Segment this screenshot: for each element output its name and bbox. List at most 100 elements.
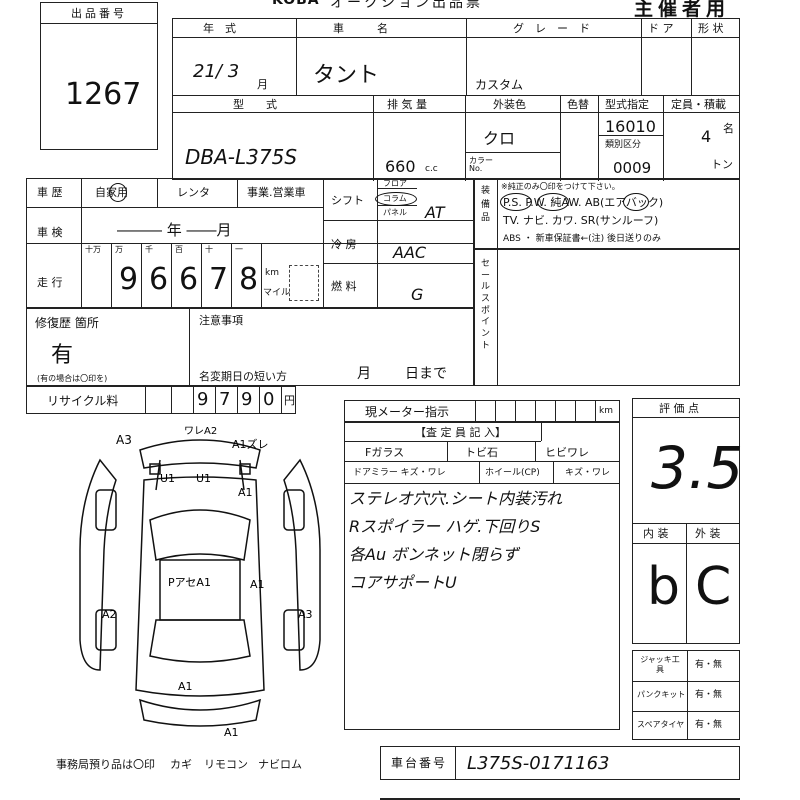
tools-box: ジャッキ工具 有・無 パンクキット 有・無 スペアタイヤ 有・無: [632, 650, 740, 740]
equipment-label: 装備品: [481, 186, 491, 223]
exterior-grade: C: [695, 557, 732, 617]
capacity-value: 4: [701, 127, 712, 146]
shift-panel: パネル: [383, 208, 407, 217]
sales-point-label: セールスポイント: [481, 259, 491, 351]
type-designation-value: 16010: [605, 117, 656, 136]
inspector-note: コアサポートU: [349, 573, 457, 592]
exterior-color-label: 外装色: [493, 98, 526, 111]
damage-mark: U1: [196, 472, 211, 485]
mile-label: マイル: [263, 288, 291, 298]
km-label: km: [265, 268, 279, 278]
inspector-box: 【査 定 員 記 入】 Fガラス トビ石 ヒビワレ ドアミラー キズ・ワレ ホイ…: [344, 422, 620, 730]
renewal-month: 月: [357, 366, 371, 382]
interior-grade: b: [647, 557, 681, 617]
year-value: 21/ 3: [193, 61, 240, 82]
pw-circle-mark: [537, 193, 569, 211]
evaluation-box: 評 価 点 3.5 内 装 外 装 b C: [632, 398, 744, 644]
recycle-digit: 7: [219, 389, 231, 410]
mileage-digits: 十万 万 千 百 十 一 9 6 6 7 8: [81, 243, 262, 307]
renewal-label: 名変期日の短い方: [199, 370, 287, 383]
equipment-line-3: ABS ・ 新車保証書←(注) 後日送りのみ: [503, 234, 662, 244]
damage-mark: A1: [224, 726, 239, 739]
month-unit: 月: [257, 78, 268, 91]
damage-mark: PアセA1: [168, 576, 211, 589]
displacement-label: 排 気 量: [387, 98, 427, 111]
mileage-digit: 9: [119, 262, 139, 297]
grade-value: カスタム: [475, 78, 524, 92]
mileage-digit: 6: [149, 262, 169, 297]
history-label: 車 歴: [37, 186, 63, 199]
ab-circle-mark: [623, 193, 649, 211]
glass-label: Fガラス: [365, 446, 405, 459]
capacity-label: 定員・積載: [671, 98, 726, 111]
vehicle-info-table: 年 式 車 名 グ レ ー ド ド ア 形 状 21/ 3 月 タント カスタム…: [172, 18, 740, 181]
damage-mark: A1: [250, 578, 265, 591]
tool-label: ジャッキ工具: [640, 655, 680, 674]
recycle-digit: 9: [197, 389, 209, 410]
lot-number-label: 出品番号: [71, 7, 127, 20]
model-label: 型 式: [233, 98, 277, 111]
damage-mark: A1: [238, 486, 253, 499]
displacement-value: 660: [385, 157, 416, 176]
repair-hint: (有の場合は〇印を): [37, 374, 108, 383]
year-label: 年 式: [203, 22, 236, 35]
damage-mark: U1: [160, 472, 175, 485]
damage-mark: A3: [298, 608, 313, 621]
shift-label: シフト: [331, 194, 364, 207]
tool-label: パンクキット: [637, 690, 686, 699]
renewal-day: 日まで: [405, 366, 447, 382]
mileage-unit: 十万: [85, 245, 101, 254]
office-item-remote: リモコン: [204, 758, 248, 771]
inspector-note: 各Au ボンネット閉らず: [349, 545, 519, 564]
shift-floor: フロア: [383, 179, 407, 188]
interior-label: 内 装: [643, 527, 669, 540]
displacement-unit: c.c: [425, 164, 438, 174]
repair-label: 修復歴 箇所: [35, 316, 99, 330]
recycle-digit: 9: [241, 389, 253, 410]
sales-point-box: セールスポイント: [474, 248, 740, 386]
mirror-label: ドアミラー キズ・ワレ: [353, 468, 446, 478]
lot-number-value: 1267: [65, 77, 142, 112]
mileage-unit-box: [289, 265, 319, 301]
tool-value: 有・無: [695, 690, 723, 700]
recycle-label: リサイクル料: [47, 394, 119, 408]
fuel-label: 燃 料: [331, 280, 357, 293]
load-unit: トン: [711, 158, 733, 171]
shift-value: AT: [425, 203, 445, 222]
ps-circle-mark: [500, 193, 532, 211]
capacity-unit: 名: [723, 122, 734, 135]
mileage-digit: 7: [209, 262, 229, 297]
crack-label: ヒビワレ: [545, 446, 589, 459]
wheel-damage-label: キズ・ワレ: [565, 468, 611, 478]
tool-value: 有・無: [695, 720, 723, 730]
car-name-value: タント: [313, 63, 380, 88]
chassis-label: 車台番号: [391, 756, 448, 770]
door-label: ド ア: [648, 22, 674, 35]
recycle-digit: 0: [263, 389, 275, 410]
repair-value: 有: [51, 343, 74, 368]
mileage-unit: 一: [235, 245, 243, 254]
score-label: 評 価 点: [659, 402, 699, 415]
private-circle-mark: [109, 183, 127, 202]
mileage-unit: 百: [175, 245, 183, 254]
brand-logo: KOBA: [272, 0, 320, 8]
mileage-unit: 十: [205, 245, 213, 254]
office-item-key: カギ: [170, 758, 192, 771]
mileage-label: 走 行: [37, 276, 63, 289]
exterior-color-value: クロ: [483, 129, 516, 148]
wheel-label: ホイール(CP): [485, 468, 540, 478]
score-value: 3.5: [651, 434, 744, 502]
equipment-note: ※純正のみ〇印をつけて下さい。: [501, 182, 620, 191]
damage-mark: A1: [178, 680, 193, 693]
column-circle-mark: [375, 192, 417, 206]
meter-unit: km: [599, 406, 613, 416]
lot-number-box: 出品番号 1267: [40, 2, 158, 150]
inspector-note: Rスポイラー ハゲ.下回りS: [349, 517, 541, 536]
mileage-unit: 万: [115, 245, 123, 254]
office-note: 事務局預り品は〇印: [56, 758, 155, 771]
damage-mark: A3: [116, 433, 132, 447]
damage-mark: ワレA2: [184, 426, 217, 437]
inspector-note: ステレオ穴穴.シート内装汚れ: [349, 489, 563, 508]
recycle-unit: 円: [284, 394, 295, 407]
category-label: 類別区分: [605, 140, 642, 150]
